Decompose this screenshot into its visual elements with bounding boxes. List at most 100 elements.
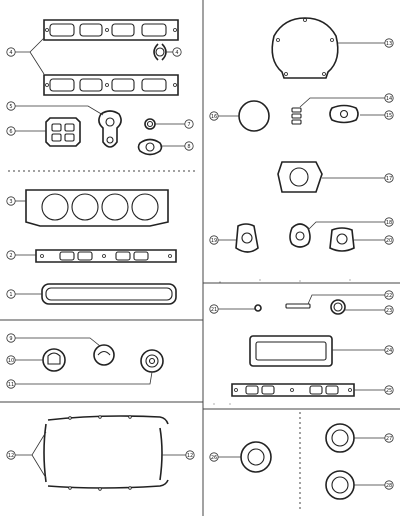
- part-6-carburetor-gasket: [45, 117, 81, 147]
- callout-label: 27: [386, 436, 392, 442]
- callout-label: 4: [9, 50, 12, 56]
- callout-circle: [384, 217, 394, 227]
- callout-label: 24: [386, 348, 392, 354]
- callout-23: 23: [384, 305, 394, 315]
- callout-circle: [172, 47, 182, 57]
- callout-circle: [384, 433, 394, 443]
- part-11-gasket: [140, 349, 164, 373]
- callout-circle: [6, 289, 16, 299]
- part-4-small-gasket: [153, 43, 167, 61]
- callout-circle: [6, 333, 16, 343]
- callout-label: 12: [8, 453, 14, 459]
- callout-circle: [6, 47, 16, 57]
- callout-20: 20: [384, 235, 394, 245]
- part-15-gasket: [329, 104, 359, 124]
- part-22-strip: [285, 303, 311, 309]
- callout-circle: [6, 250, 16, 260]
- part-16-o-ring: [238, 100, 270, 132]
- part-7-o-ring: [144, 118, 156, 130]
- callout-label: 10: [8, 358, 14, 364]
- part-13-timing-cover-gasket: [271, 17, 339, 79]
- callout-label: 16: [211, 114, 217, 120]
- callout-circle: [384, 345, 394, 355]
- part-12-oil-pan-gaskets: [43, 415, 169, 491]
- callout-4-2: 4: [172, 47, 182, 57]
- callout-12: 12: [6, 450, 16, 460]
- callout-15: 15: [384, 110, 394, 120]
- callout-6: 6: [6, 126, 16, 136]
- callout-circle: [384, 110, 394, 120]
- callout-5: 5: [6, 101, 16, 111]
- callout-label: 26: [211, 455, 217, 461]
- part-2-strip-gasket: [35, 249, 177, 263]
- callout-label: 25: [386, 388, 392, 394]
- part-1-valve-cover-gasket: [41, 283, 177, 305]
- callout-19: 19: [209, 235, 219, 245]
- callout-label: 18: [386, 220, 392, 226]
- part-20-gasket: [329, 227, 355, 252]
- part-8-flange-gasket: [137, 138, 163, 156]
- part-10-gasket: [42, 348, 66, 372]
- callout-label: 1: [9, 292, 12, 298]
- part-25-strip-gasket: [231, 383, 355, 397]
- callout-21: 21: [209, 304, 219, 314]
- callout-label: 12: [187, 453, 193, 459]
- callout-circle: [6, 379, 16, 389]
- callout-label: 19: [211, 238, 217, 244]
- part-4-manifold-gasket-lower: [43, 74, 179, 96]
- callout-circle: [6, 126, 16, 136]
- callout-circle: [184, 119, 194, 129]
- callout-16: 16: [209, 111, 219, 121]
- part-4-manifold-gasket-upper: [43, 19, 179, 41]
- callout-3: 3: [6, 196, 16, 206]
- part-14-seals: [291, 107, 302, 125]
- callout-label: 28: [386, 483, 392, 489]
- callout-18: 18: [384, 217, 394, 227]
- part-24-plate-gasket: [249, 335, 333, 367]
- callout-circle: [6, 196, 16, 206]
- callout-27: 27: [384, 433, 394, 443]
- callout-26: 26: [209, 452, 219, 462]
- callout-1: 1: [6, 289, 16, 299]
- callout-12-2: 12: [185, 450, 195, 460]
- callout-4: 4: [6, 47, 16, 57]
- callout-circle: [384, 385, 394, 395]
- callout-22: 22: [384, 290, 394, 300]
- callout-label: 22: [386, 293, 392, 299]
- callout-circle: [6, 355, 16, 365]
- callout-11: 11: [6, 379, 16, 389]
- callout-label: 9: [9, 336, 12, 342]
- callout-7: 7: [184, 119, 194, 129]
- callout-label: 23: [386, 308, 392, 314]
- callout-circle: [185, 450, 195, 460]
- callout-14: 14: [384, 93, 394, 103]
- callout-label: 17: [386, 176, 392, 182]
- part-26-gasket: [240, 441, 272, 473]
- callout-label: 20: [386, 238, 392, 244]
- callout-circle: [6, 101, 16, 111]
- callout-28: 28: [384, 480, 394, 490]
- scan-specks: [213, 279, 351, 405]
- callout-circle: [384, 305, 394, 315]
- callout-13: 13: [384, 38, 394, 48]
- callout-label: 21: [211, 307, 217, 313]
- callout-2: 2: [6, 250, 16, 260]
- callout-9: 9: [6, 333, 16, 343]
- callout-24: 24: [384, 345, 394, 355]
- callout-circle: [184, 141, 194, 151]
- callout-label: 15: [386, 113, 392, 119]
- callout-circle: [209, 111, 219, 121]
- part-28-gasket: [325, 470, 355, 500]
- callout-label: 5: [9, 104, 12, 110]
- callout-label: 7: [187, 122, 190, 128]
- callout-10: 10: [6, 355, 16, 365]
- part-18-gasket: [289, 223, 311, 248]
- callout-circle: [209, 304, 219, 314]
- callout-label: 3: [9, 199, 12, 205]
- callout-label: 14: [386, 96, 392, 102]
- callout-8: 8: [184, 141, 194, 151]
- part-9-gasket: [93, 344, 115, 366]
